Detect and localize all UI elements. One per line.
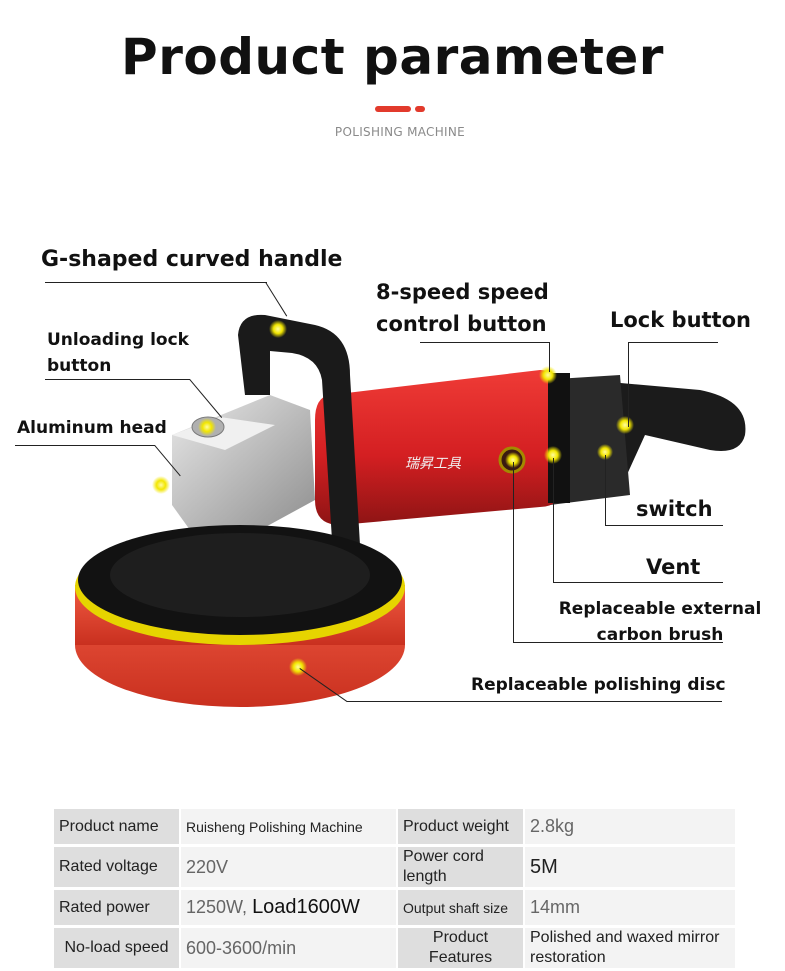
spec-key: Power cord length [398,847,523,887]
motor-body: 瑞昇工具 [315,370,570,525]
leader-brush-v [513,462,514,642]
page-subtitle: POLISHING MACHINE [334,125,466,139]
polishing-disc [75,525,405,707]
spec-row: Product name Ruisheng Polishing Machine … [54,809,735,844]
spec-table: Product name Ruisheng Polishing Machine … [52,806,737,971]
spec-key: Output shaft size [398,890,523,925]
leader-head-h [15,445,155,446]
callout-lock-button: Lock button [610,308,751,332]
leader-vent-h [553,582,723,583]
spec-value: 1250W, Load1600W [181,890,396,925]
spec-value: Ruisheng Polishing Machine [181,809,396,844]
spec-key: Rated power [54,890,179,925]
callout-speed-control: 8-speed speed control button [376,280,549,336]
leader-vent-v [553,458,554,582]
spec-row: Rated power 1250W, Load1600W Output shaf… [54,890,735,925]
leader-switch-v [605,455,606,525]
leader-unloading-h [45,379,190,380]
leader-lock-h [628,342,718,343]
title-accent-bar-short [415,106,425,112]
spec-row: No-load speed 600-3600/min Product Featu… [54,928,735,968]
polishing-machine-illustration: 瑞昇工具 [75,314,746,707]
leader-brush-h [513,642,723,643]
callout-unloading-lock: Unloading lock button [47,330,189,376]
callout-aluminum-head: Aluminum head [17,418,167,438]
spec-value-load: Load1600W [252,896,360,918]
leader-speed-v [549,342,550,372]
title-accent-bar-long [375,106,411,112]
callout-switch: switch [636,497,713,521]
spec-row: Rated voltage 220V Power cord length 5M [54,847,735,887]
leader-handle-h [45,282,267,283]
spec-value: 220V [181,847,396,887]
aluminum-head [172,395,315,530]
callout-handle: G-shaped curved handle [41,247,343,272]
spec-value: 14mm [525,890,735,925]
spec-value: 5M [525,847,735,887]
g-handle [238,314,360,567]
callout-carbon-brush: Replaceable external carbon brush [558,599,762,645]
spec-value: 600-3600/min [181,928,396,968]
callout-polishing-disc: Replaceable polishing disc [471,675,726,695]
brand-mark: 瑞昇工具 [405,456,462,472]
spec-key: Product Features [398,928,523,968]
leader-speed-h [420,342,550,343]
spec-value-rated: 1250W, [186,897,248,917]
spec-value: Polished and waxed mirror restoration [525,928,735,968]
spec-key: Rated voltage [54,847,179,887]
spec-key: No-load speed [54,928,179,968]
leader-disc-h [347,701,722,702]
leader-switch-h [605,525,723,526]
spec-key: Product name [54,809,179,844]
spec-value: 2.8kg [525,809,735,844]
leader-lock-v [628,342,629,427]
spec-key: Product weight [398,809,523,844]
page-title: Product parameter [121,28,664,86]
callout-vent: Vent [646,555,701,579]
